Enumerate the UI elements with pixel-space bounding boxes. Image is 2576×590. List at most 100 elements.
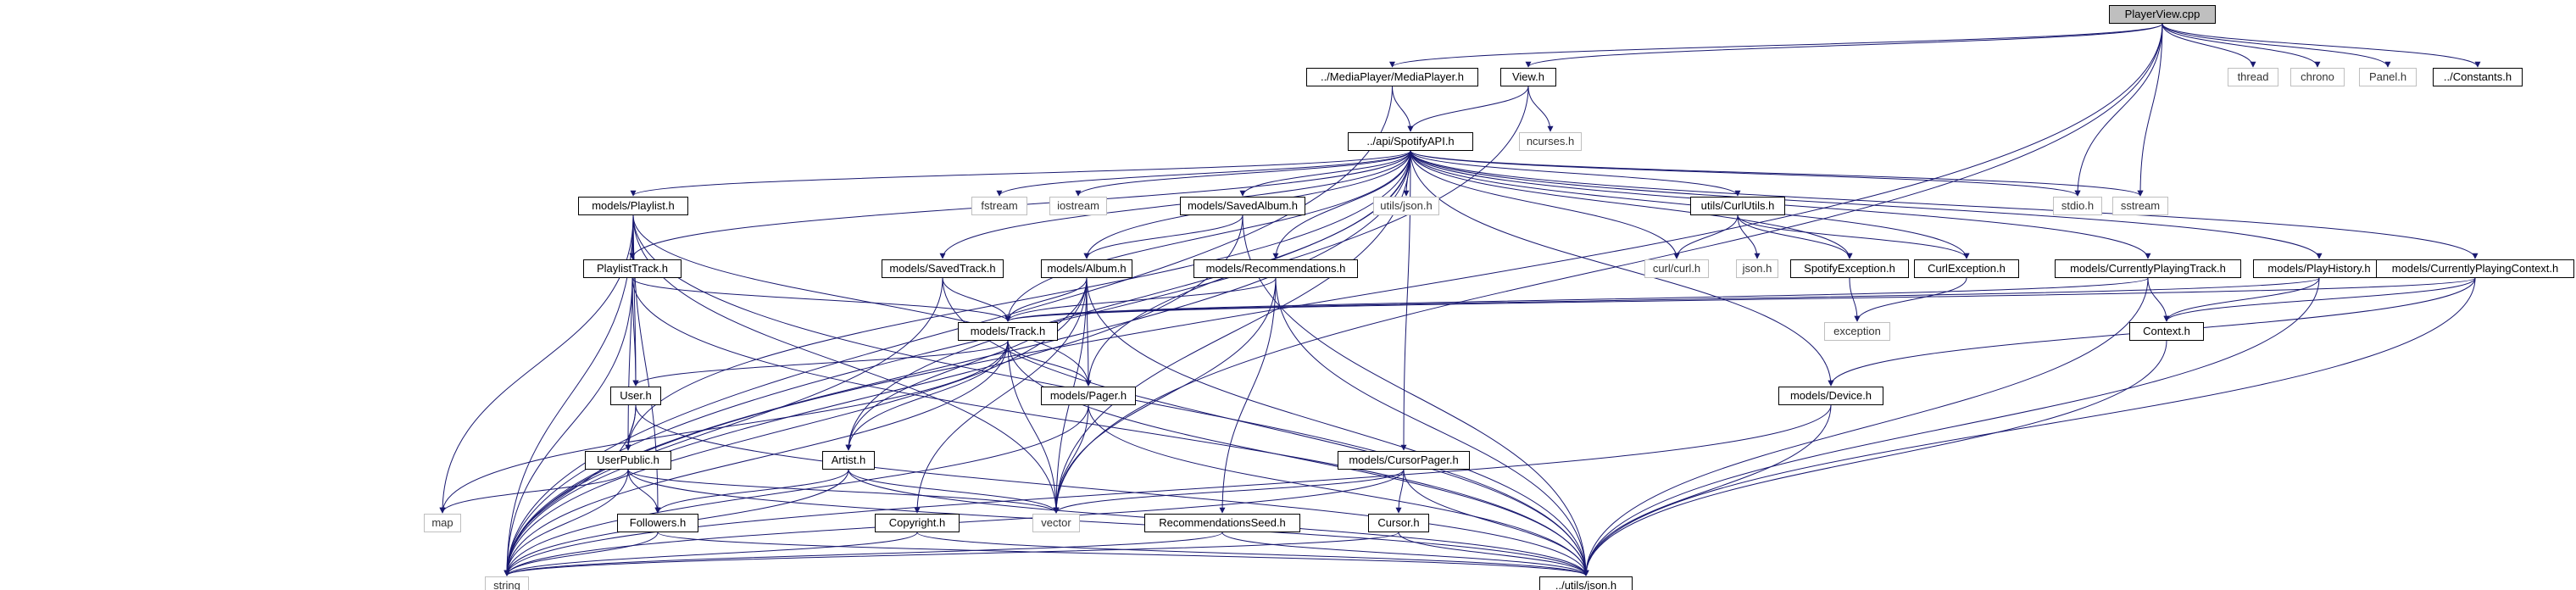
edge-device-to-json xyxy=(1583,404,1832,576)
edge-spotifyapi-to-device xyxy=(1410,150,1834,387)
node-device-h[interactable]: models/Device.h xyxy=(1778,387,1883,405)
node-savedalbum-h[interactable]: models/SavedAlbum.h xyxy=(1180,197,1305,215)
edge-curlutils-to-spotifyexception xyxy=(1737,214,1853,259)
node-mediaplayer-h[interactable]: ../MediaPlayer/MediaPlayer.h xyxy=(1306,68,1478,86)
node-utils-json-h: utils/json.h xyxy=(1373,197,1439,215)
node-vector: vector xyxy=(1032,514,1080,532)
node-sstream: sstream xyxy=(2112,197,2168,215)
node-recommendations-h[interactable]: models/Recommendations.h xyxy=(1193,259,1358,278)
edge-playlisttrack-to-track xyxy=(631,277,1011,322)
edge-currentlyplayingtrack-to-context xyxy=(2147,277,2170,322)
edge-spotifyapi-to-playhistory xyxy=(1410,150,2323,259)
edge-user-to-string xyxy=(504,404,637,576)
edge-playerview-to-view xyxy=(1525,23,2163,68)
edge-playerview-to-thread xyxy=(2162,23,2256,68)
edge-spotifyapi-to-playlist xyxy=(630,150,1411,197)
edge-album-to-artist xyxy=(845,277,1088,451)
node-map: map xyxy=(424,514,461,532)
node-userpublic-h[interactable]: UserPublic.h xyxy=(585,451,671,470)
edge-pager-to-string xyxy=(504,404,1089,576)
node-copyright-h[interactable]: Copyright.h xyxy=(875,514,960,532)
edge-cursorpager-to-json xyxy=(1403,469,1589,576)
node-recommendationsseed-h[interactable]: RecommendationsSeed.h xyxy=(1144,514,1300,532)
node-context-h[interactable]: Context.h xyxy=(2129,322,2204,341)
edge-view-to-spotifyapi xyxy=(1407,86,1529,132)
node-playlist-h[interactable]: models/Playlist.h xyxy=(578,197,688,215)
edge-playlisttrack-to-json xyxy=(631,277,1589,576)
edge-view-to-ncurses xyxy=(1527,86,1554,132)
node-cursorpager-h[interactable]: models/CursorPager.h xyxy=(1338,451,1470,470)
edge-recommendationsseed-to-json xyxy=(1221,532,1589,576)
node-curlutils-h[interactable]: utils/CurlUtils.h xyxy=(1690,197,1785,215)
edge-curlutils-to-curlh xyxy=(1673,214,1739,259)
edge-userpublic-to-map xyxy=(439,469,629,514)
edge-savedtrack-to-track xyxy=(942,277,1011,322)
edge-recommendations-to-json xyxy=(1275,277,1589,576)
edge-playlist-to-pager xyxy=(632,214,1092,387)
edge-track-to-string xyxy=(504,340,1009,576)
node-album-h[interactable]: models/Album.h xyxy=(1041,259,1132,278)
node-utils-json-h-relative[interactable]: ../utils/json.h xyxy=(1539,576,1633,590)
node-followers-h[interactable]: Followers.h xyxy=(617,514,698,532)
edge-spotifyapi-to-curlutils xyxy=(1410,150,1741,197)
node-thread: thread xyxy=(2228,68,2278,86)
edge-savedalbum-to-json xyxy=(1242,214,1589,576)
edge-playlist-to-string xyxy=(504,214,634,576)
edge-playerview-to-vector xyxy=(1053,23,2163,514)
edge-followers-to-json xyxy=(657,532,1589,576)
node-user-h[interactable]: User.h xyxy=(610,387,661,405)
edge-user-to-json xyxy=(635,404,1589,576)
edge-track-to-map xyxy=(439,340,1009,514)
edge-currentlyplayingtrack-to-track xyxy=(1004,277,2149,322)
node-iostream: iostream xyxy=(1049,197,1107,215)
edge-userpublic-to-json xyxy=(627,469,1589,576)
edge-album-to-track xyxy=(1004,277,1088,322)
edge-spotifyapi-to-iostream xyxy=(1075,150,1411,197)
edge-playerview-to-chrono xyxy=(2162,23,2321,68)
node-constants-h[interactable]: ../Constants.h xyxy=(2433,68,2523,86)
node-savedtrack-h[interactable]: models/SavedTrack.h xyxy=(882,259,1004,278)
edge-mediaplayer-to-spotifyapi xyxy=(1392,86,1414,132)
node-currentlyplayingcontext-h[interactable]: models/CurrentlyPlayingContext.h xyxy=(2376,259,2574,278)
edge-currentlyplayingcontext-to-track xyxy=(1004,277,2476,322)
node-track-h[interactable]: models/Track.h xyxy=(958,322,1058,341)
node-artist-h[interactable]: Artist.h xyxy=(822,451,875,470)
edge-userpublic-to-string xyxy=(504,469,629,576)
edge-recommendations-to-vector xyxy=(1053,277,1277,514)
node-playerview-cpp[interactable]: PlayerView.cpp xyxy=(2109,5,2216,24)
edge-playerview-to-stdio xyxy=(2074,23,2163,197)
edge-track-to-vector xyxy=(1007,340,1060,514)
edge-curlexception-to-exception xyxy=(1854,277,1967,322)
edge-playerview-to-constants xyxy=(2162,23,2481,68)
node-pager-h[interactable]: models/Pager.h xyxy=(1041,387,1136,405)
node-view-h[interactable]: View.h xyxy=(1500,68,1556,86)
node-ncurses-h: ncurses.h xyxy=(1519,132,1582,151)
edge-spotifyapi-to-spotifyexception xyxy=(1410,150,1853,259)
node-string: string xyxy=(485,576,529,590)
edge-playlist-to-userpublic xyxy=(625,214,634,451)
edge-track-to-json xyxy=(1007,340,1589,576)
node-spotifyexception-h[interactable]: SpotifyException.h xyxy=(1790,259,1909,278)
edge-spotifyapi-to-savedtrack xyxy=(939,150,1411,259)
edge-curlutils-to-curlexception xyxy=(1737,214,1970,259)
edge-spotifyapi-to-curlexception xyxy=(1410,150,1970,259)
edge-spotifyapi-to-currentlyplayingcontext xyxy=(1410,150,2479,259)
node-playhistory-h[interactable]: models/PlayHistory.h xyxy=(2253,259,2385,278)
node-currentlyplayingtrack-h[interactable]: models/CurrentlyPlayingTrack.h xyxy=(2055,259,2241,278)
node-spotifyapi-h[interactable]: ../api/SpotifyAPI.h xyxy=(1348,132,1473,151)
node-curlexception-h[interactable]: CurlException.h xyxy=(1914,259,2019,278)
edge-cursorpager-to-vector xyxy=(1053,469,1405,514)
edge-playhistory-to-track xyxy=(1004,277,2320,322)
node-stdio-h: stdio.h xyxy=(2053,197,2102,215)
edge-cursorpager-to-cursor xyxy=(1395,469,1405,514)
edge-recommendations-to-track xyxy=(1004,277,1277,322)
node-cursor-h[interactable]: Cursor.h xyxy=(1368,514,1429,532)
edge-currentlyplayingcontext-to-json xyxy=(1583,277,2476,576)
node-playlisttrack-h[interactable]: PlaylistTrack.h xyxy=(583,259,682,278)
edge-playerview-to-sstream xyxy=(2137,23,2163,197)
node-json-h: json.h xyxy=(1736,259,1778,278)
node-fstream: fstream xyxy=(971,197,1027,215)
edge-spotifyexception-to-exception xyxy=(1849,277,1861,322)
